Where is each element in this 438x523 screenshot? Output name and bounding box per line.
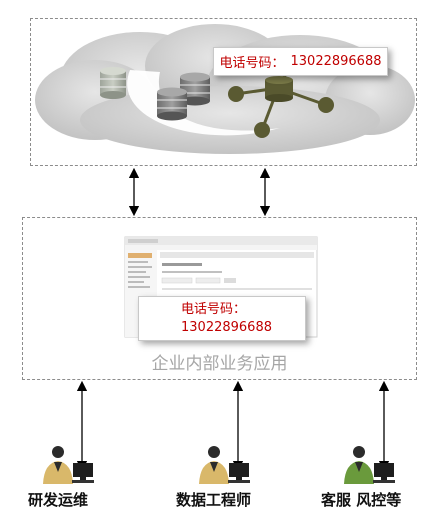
database-icon (100, 67, 210, 121)
role-label-devops: 研发运维 (28, 491, 89, 509)
app-layer-title: 企业内部业务应用 (151, 354, 288, 374)
person-computer-icon (344, 446, 395, 484)
app-phone-card: 电话号码： 13022896688 (138, 296, 306, 341)
phone-number: 13022896688 (181, 320, 272, 335)
phone-label: 电话号码： (219, 56, 285, 71)
cloud-app-arrows (128, 167, 271, 217)
cloud-phone-card: 电话号码： 13022896688 (213, 47, 388, 76)
person-computer-icon (43, 446, 94, 484)
role-label-data-engineer: 数据工程师 (176, 491, 252, 509)
cloud-layer-box (30, 18, 417, 166)
phone-number: 13022896688 (290, 54, 382, 69)
role-label-customer-service: 客服 风控等 (321, 491, 402, 509)
app-layer-box (22, 217, 417, 380)
app-role-arrows (76, 380, 390, 472)
phone-label: 电话号码： (181, 302, 247, 317)
person-computer-icon (199, 446, 250, 484)
